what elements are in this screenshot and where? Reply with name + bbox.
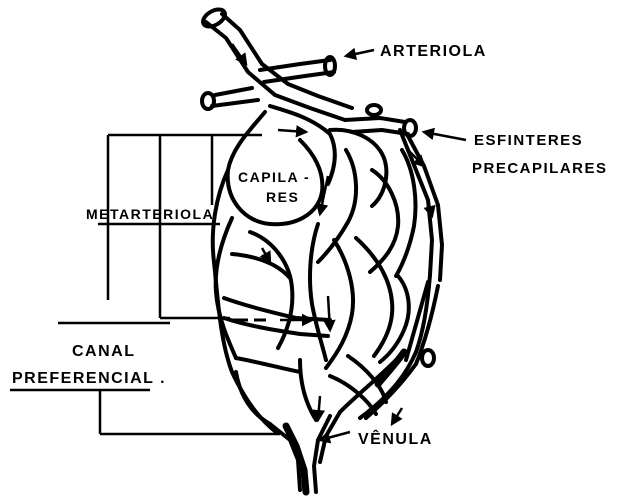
- label-venula: VÊNULA: [358, 429, 433, 448]
- vessel-network: [200, 6, 442, 492]
- label-arteriola: ARTERIOLA: [380, 43, 487, 60]
- label-esfinteres: ESFINTERES: [474, 132, 583, 149]
- label-metarteriola: METARTERIOLA: [86, 206, 214, 222]
- esfinteres-pointer: [424, 132, 466, 140]
- label-capilares-line1: CAPILA -: [238, 169, 310, 185]
- label-canal: CANAL: [72, 343, 136, 360]
- preferential-channel-highlight: [286, 352, 404, 492]
- labels: ARTERIOLA ESFINTERES PRECAPILARES CAPILA…: [12, 43, 608, 448]
- label-preferencial: PREFERENCIAL .: [12, 370, 166, 387]
- label-capilares-line2: RES: [266, 189, 299, 205]
- label-precapilares: PRECAPILARES: [472, 160, 608, 177]
- arteriola-pointer: [346, 50, 374, 56]
- metarteriola-bracket: [98, 135, 262, 318]
